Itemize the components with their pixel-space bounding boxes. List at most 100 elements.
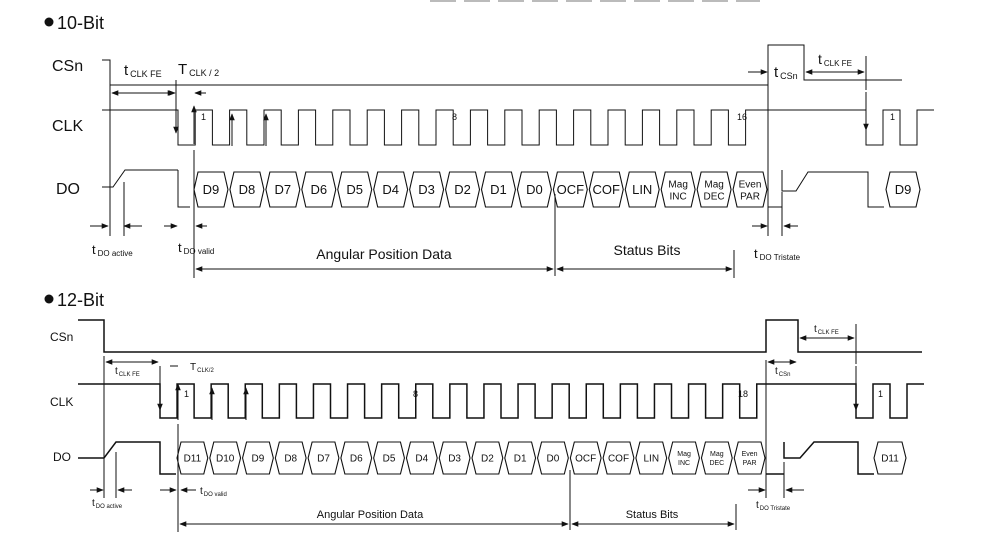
data-cell-label: D4 — [415, 454, 428, 465]
data-cell — [409, 171, 445, 208]
data-cell-label: D8 — [284, 454, 297, 465]
timing-label-t-clk-fe-right: tCLK FE — [814, 324, 839, 336]
data-cell — [602, 441, 635, 475]
data-cell-label: LIN — [632, 182, 652, 197]
data-cell — [732, 171, 768, 208]
data-cell-label: COF — [608, 454, 629, 465]
data-cell — [471, 441, 504, 475]
clk-edge-label: 1 — [890, 112, 895, 122]
signal-label-do: DO — [53, 450, 71, 464]
data-cell — [660, 171, 696, 208]
data-cell — [588, 171, 624, 208]
data-cell — [733, 441, 766, 475]
csn-waveform — [78, 319, 922, 353]
data-cell — [438, 441, 471, 475]
signal-label-clk: CLK — [50, 395, 73, 409]
signal-label-csn: CSn — [50, 330, 73, 344]
data-cell-label: D1 — [514, 454, 527, 465]
data-cell — [265, 171, 301, 208]
data-cell — [307, 441, 340, 475]
section-title: 10-Bit — [57, 13, 104, 33]
data-cell-label: D5 — [346, 182, 363, 197]
clk-edge-label: 8 — [413, 389, 418, 399]
timing-label-t-clk-fe: tCLK FE — [115, 366, 140, 378]
timing-label-t-clk-half: TCLK/2 — [190, 362, 214, 374]
data-cell — [504, 441, 537, 475]
bullet-icon — [44, 17, 54, 27]
data-cell-label: D6 — [350, 454, 363, 465]
data-cell-label: D11 — [881, 454, 899, 465]
data-cell — [516, 171, 552, 208]
data-cell-label: D11 — [184, 454, 202, 465]
bracket-label-angular: Angular Position Data — [317, 509, 424, 521]
data-cell-label: D0 — [547, 454, 560, 465]
data-cell-label: D2 — [454, 182, 471, 197]
data-cell — [405, 441, 438, 475]
data-cell-label: D5 — [383, 454, 396, 465]
data-cell-label: D3 — [448, 454, 461, 465]
data-cell — [569, 441, 602, 475]
data-cell — [373, 171, 409, 208]
clk-edge-label: 1 — [201, 112, 206, 122]
clk-waveform — [78, 383, 924, 419]
data-cell-label: D2 — [481, 454, 494, 465]
clk-edge-label: 8 — [452, 112, 457, 122]
clk-waveform — [102, 109, 934, 146]
data-cell — [340, 441, 373, 475]
data-cell — [209, 441, 242, 475]
data-cell-label: D7 — [275, 182, 292, 197]
clk-edge-label: 1 — [878, 389, 883, 399]
data-cell — [536, 441, 569, 475]
data-cell-label: D10 — [216, 454, 235, 465]
data-cell-label: D7 — [317, 454, 330, 465]
data-cell-label: D8 — [239, 182, 256, 197]
do-waveform — [78, 441, 874, 475]
data-cell — [176, 441, 209, 475]
bracket-label-angular: Angular Position Data — [316, 246, 452, 262]
data-cell — [301, 171, 337, 208]
data-cell — [700, 441, 733, 475]
bracket-label-status: Status Bits — [614, 242, 681, 258]
data-cell-label: D6 — [310, 182, 327, 197]
data-cell — [635, 441, 668, 475]
data-cell — [373, 441, 406, 475]
clk-edge-label: 1 — [184, 389, 189, 399]
data-cell — [274, 441, 307, 475]
data-cell-label: D0 — [526, 182, 543, 197]
data-cell — [229, 171, 265, 208]
data-cell — [552, 171, 588, 208]
data-cell-label: D4 — [382, 182, 399, 197]
clk-edge-label: 18 — [738, 389, 748, 399]
data-cell — [696, 171, 732, 208]
data-cell — [480, 171, 517, 208]
section-title: 12-Bit — [57, 290, 104, 310]
data-cell-label: COF — [593, 182, 621, 197]
data-cell-label: D9 — [252, 454, 265, 465]
data-cell-label: LIN — [643, 454, 659, 465]
data-cell-label: D3 — [418, 182, 435, 197]
data-cell — [337, 171, 373, 208]
signal-label-do: DO — [56, 181, 80, 198]
data-cell — [624, 171, 660, 208]
timing-label-t-do-active: tDO active — [92, 498, 123, 510]
bullet-icon — [44, 294, 54, 304]
data-cell — [241, 441, 274, 475]
signal-label-clk: CLK — [52, 118, 83, 135]
data-cell — [873, 441, 907, 475]
data-cell-label: OCF — [557, 182, 585, 197]
